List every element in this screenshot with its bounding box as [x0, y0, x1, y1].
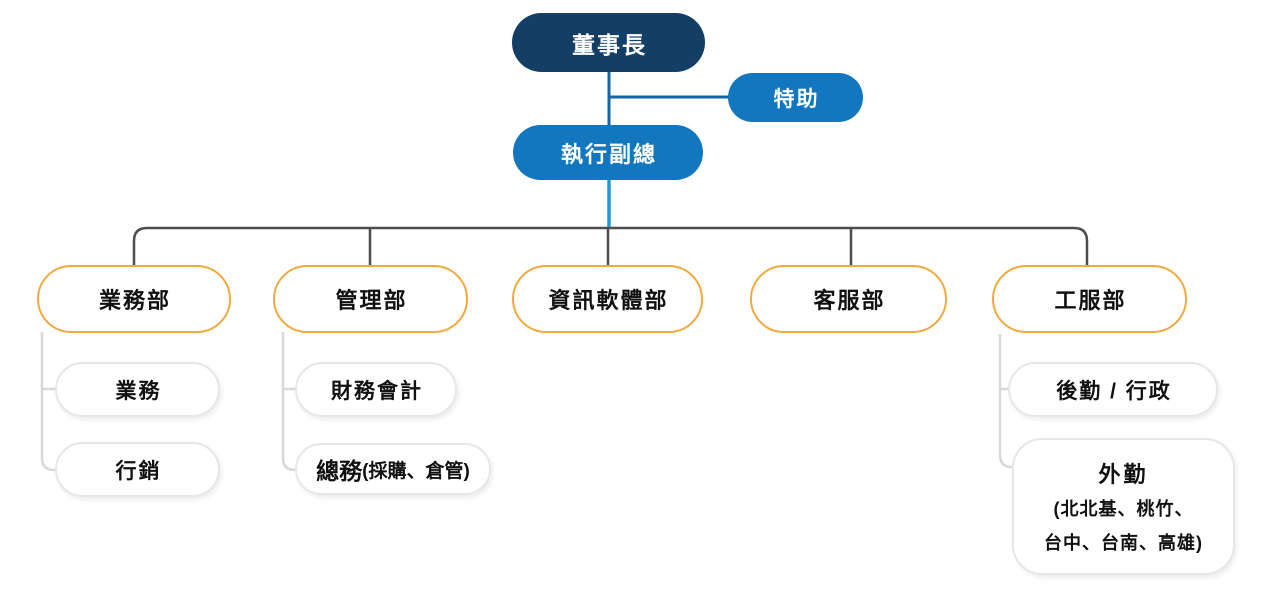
node-dept-customer-service: 客服部 [750, 265, 947, 333]
sub-logistics-admin-label: 後勤 / 行政 [1056, 379, 1172, 403]
node-assistant: 特助 [728, 73, 863, 122]
node-sub-logistics-admin: 後勤 / 行政 [1008, 362, 1218, 417]
sub-marketing-label: 行銷 [115, 459, 162, 483]
node-sub-marketing: 行銷 [55, 442, 220, 497]
node-dept-admin: 管理部 [273, 265, 468, 333]
node-dept-sales: 業務部 [37, 265, 231, 333]
dept-sales-label: 業務部 [98, 288, 171, 313]
assistant-label: 特助 [773, 87, 820, 111]
sub-field-work-regions-line1: (北北基、桃竹、 [1053, 499, 1194, 520]
node-dept-it-software: 資訊軟體部 [512, 265, 703, 333]
node-sub-field-work: 外勤 (北北基、桃竹、 台中、台南、高雄) [1012, 438, 1235, 575]
dept-customer-service-label: 客服部 [813, 288, 886, 313]
sub-finance-accounting-label: 財務會計 [331, 379, 423, 403]
chairman-label: 董事長 [572, 31, 647, 58]
department-drop-connectors [368, 228, 853, 266]
admin-children-connector [281, 332, 297, 472]
department-bus-connector [132, 226, 1089, 266]
evp-label: 執行副總 [560, 141, 657, 167]
dept-work-service-label: 工服部 [1054, 288, 1127, 313]
sub-field-work-regions-line2: 台中、台南、高雄) [1044, 532, 1203, 553]
node-evp: 執行副總 [513, 125, 703, 180]
sub-field-work-label: 外勤 [1098, 462, 1149, 488]
sub-general-affairs-label: 總務 [316, 458, 363, 484]
sub-general-affairs-suffix: (採購、倉管) [362, 460, 470, 482]
sub-sales-label: 業務 [115, 379, 162, 403]
dept-admin-label: 管理部 [335, 288, 408, 313]
node-sub-sales: 業務 [55, 362, 220, 417]
node-chairman: 董事長 [512, 13, 705, 72]
node-sub-general-affairs: 總務(採購、倉管) [295, 443, 491, 495]
node-sub-finance-accounting: 財務會計 [295, 362, 457, 417]
node-dept-work-service: 工服部 [992, 265, 1187, 333]
sales-children-connector [40, 332, 57, 472]
dept-it-software-label: 資訊軟體部 [548, 288, 669, 313]
